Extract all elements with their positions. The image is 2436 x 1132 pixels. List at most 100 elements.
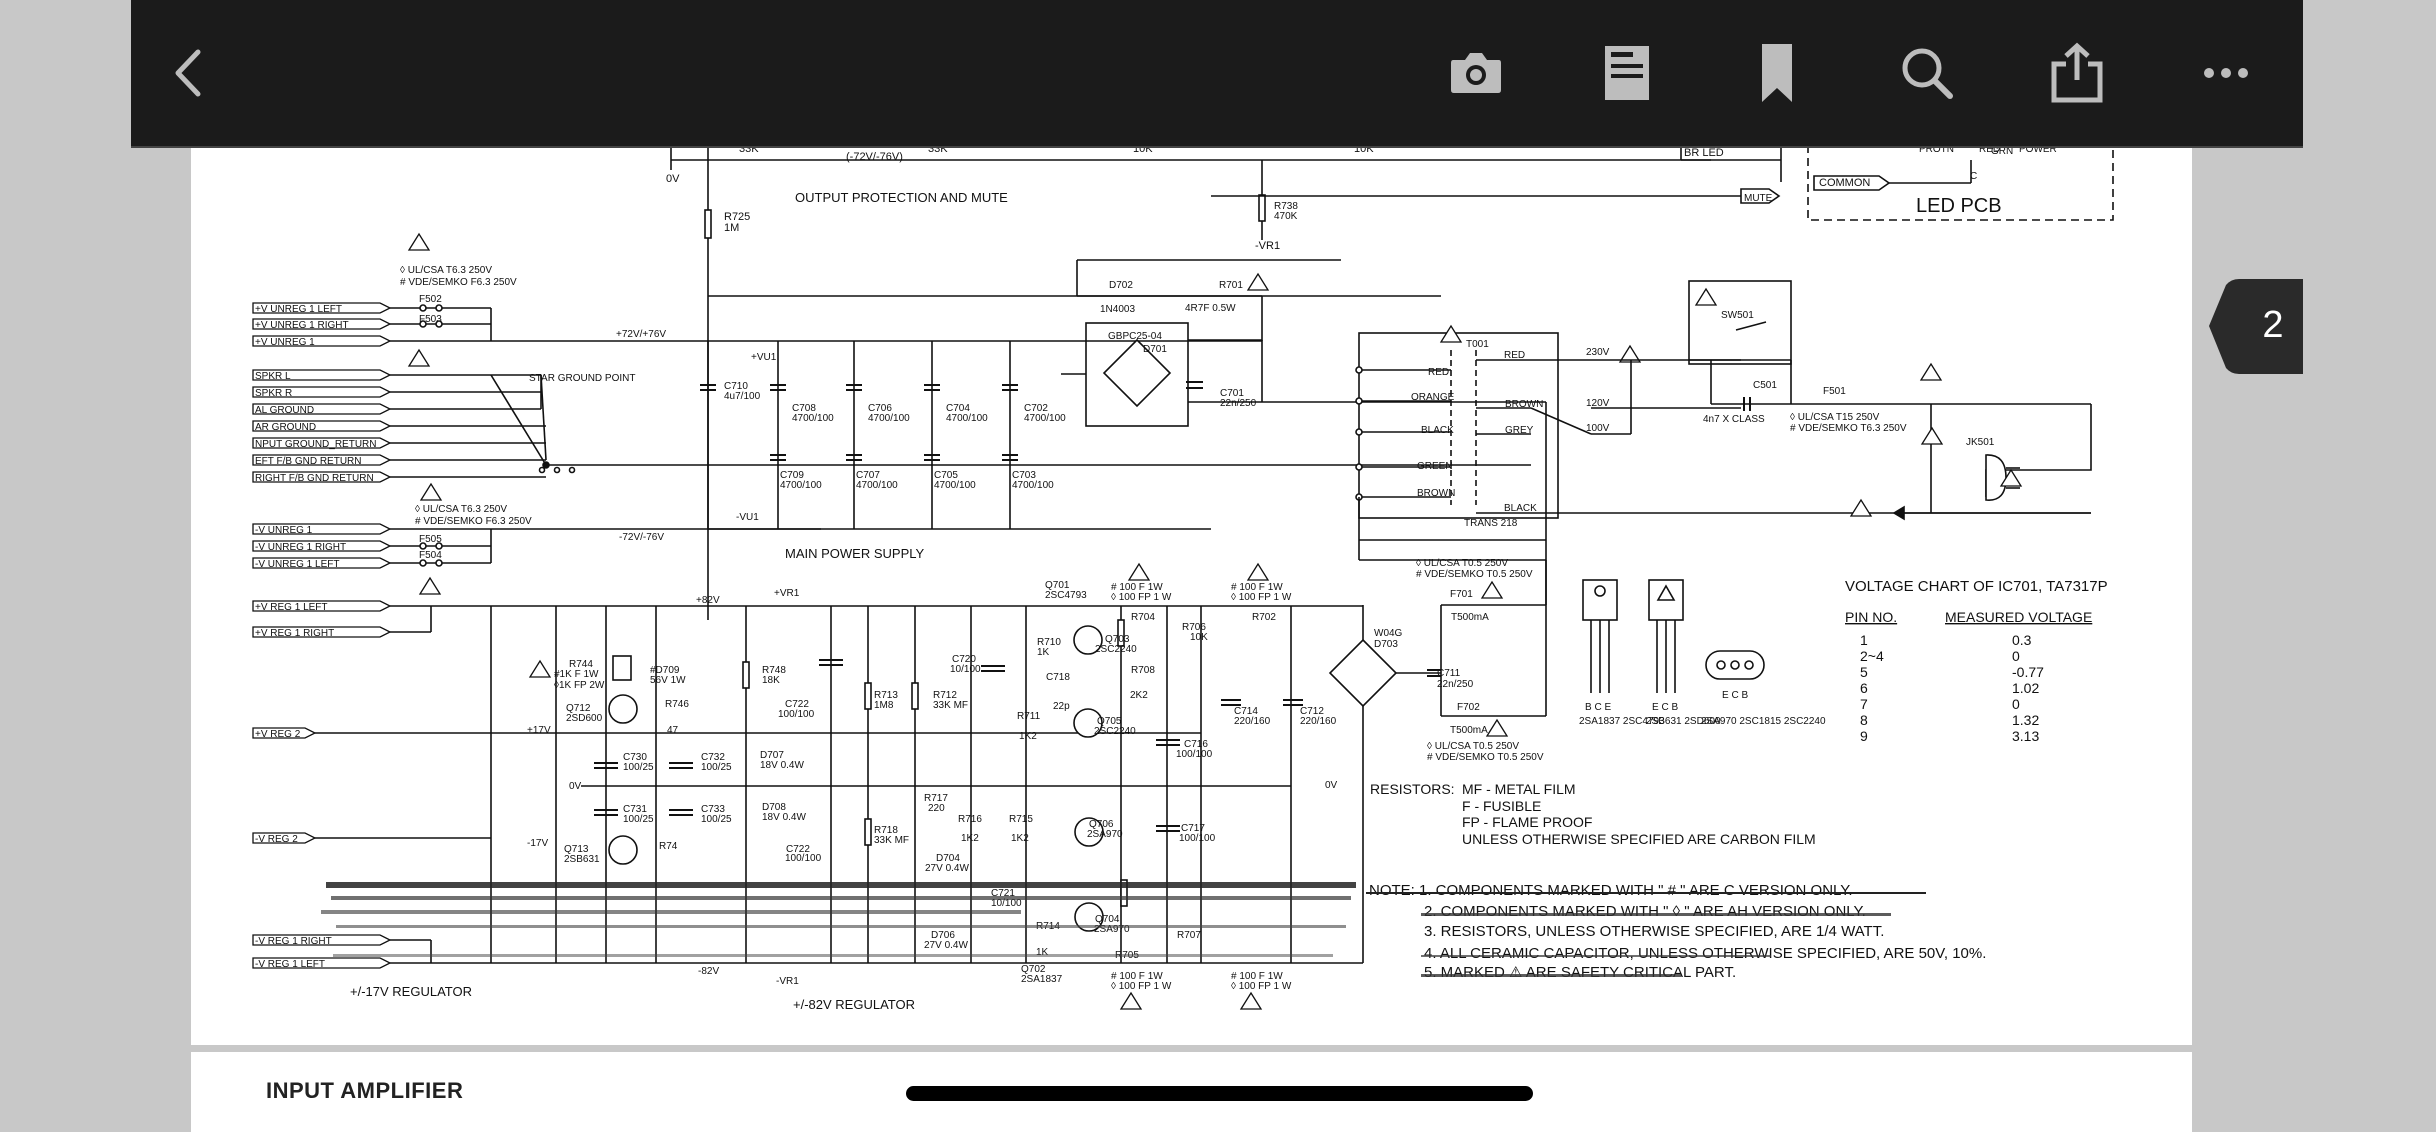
d708-label: D708	[762, 802, 786, 813]
r746-label: R746	[665, 699, 689, 710]
minus-vr1-label: -VR1	[776, 976, 799, 987]
q703-label: Q703	[1105, 634, 1130, 645]
zero-v-label: 0V	[1325, 780, 1338, 791]
share-button[interactable]	[2042, 38, 2112, 108]
c721-label: C721	[991, 888, 1015, 899]
r74-label: R74	[659, 841, 678, 852]
c720-label: C720	[952, 654, 976, 665]
zero-v-label: 0V	[569, 781, 582, 792]
d702-label: D702	[1109, 280, 1133, 291]
c730-value: 100/25	[623, 762, 654, 773]
c716-value: 100/100	[1176, 749, 1213, 760]
connector-label: EFT F/B GND RETURN	[255, 456, 361, 467]
transistor-pinouts	[1582, 579, 1765, 693]
r713-label: R713	[874, 690, 898, 701]
power-supply-schematic: 33K (-72V/-76V) 33K 10K 10K BR LED 0V -V…	[252, 129, 2114, 1012]
c732-value: 100/25	[701, 762, 732, 773]
f503-label: F503	[419, 314, 442, 325]
common-connector: COMMON	[1819, 177, 1870, 189]
d709-value: 56V 1W	[650, 675, 686, 686]
q706-label: Q706	[1089, 819, 1114, 830]
connector-label: -V UNREG 1	[255, 525, 313, 536]
r701-value: 4R7F 0.5W	[1185, 303, 1236, 314]
c733-label: C733	[701, 804, 725, 815]
r744-value: ◊1K FP 2W	[554, 680, 605, 691]
led-pcb-box	[1807, 129, 2114, 221]
f502-label: F502	[419, 294, 442, 305]
r712-label: R712	[933, 690, 957, 701]
q713-value: 2SB631	[564, 854, 600, 865]
notes: NOTE: 1. COMPONENTS MARKED WITH " # " AR…	[1366, 882, 1986, 981]
q701-value: 2SC4793	[1045, 590, 1087, 601]
home-indicator-bar[interactable]	[906, 1086, 1533, 1101]
r746-value: 47	[667, 725, 679, 736]
top-label: BR LED	[1684, 147, 1724, 159]
transformer-labels: T001 TRANS 218 RED ORANGE BLACK GREEN BR…	[1411, 339, 1610, 529]
q701-label: Q701	[1045, 580, 1070, 591]
voltage-chart-col-voltage: MEASURED VOLTAGE	[1945, 609, 2092, 625]
bookmark-button[interactable]	[1742, 38, 1812, 108]
search-icon	[1902, 48, 1953, 99]
led-red-label: RED	[1979, 144, 2000, 155]
fusible-note: ◊ 100 FP 1 W	[1111, 592, 1172, 603]
fusible-note: # 100 F 1W	[1111, 971, 1163, 982]
c722-label: C722	[785, 699, 809, 710]
wire-label: BROWN	[1505, 399, 1543, 410]
q712-label: Q712	[566, 703, 591, 714]
legend-line: MF - METAL FILM	[1462, 781, 1576, 797]
c701-label: C701	[1220, 388, 1244, 399]
c731-label: C731	[623, 804, 647, 815]
q705-value: 2SC2240	[1094, 726, 1136, 737]
r717-value: 220	[928, 803, 945, 814]
chevron-left-icon	[175, 49, 201, 97]
connector-label: SPKR L	[255, 371, 291, 382]
fuse-note: ◊ UL/CSA T0.5 250V	[1427, 741, 1519, 752]
page-number-label: 2	[2262, 304, 2284, 346]
f702-value: T500mA	[1450, 725, 1488, 736]
c710-value: 4u7/100	[724, 391, 761, 402]
voltage-cell: 1.32	[2012, 712, 2039, 728]
voltage-tap: 100V	[1586, 423, 1610, 434]
legend-line: FP - FLAME PROOF	[1462, 814, 1592, 830]
more-options-button[interactable]	[2191, 38, 2261, 108]
c732-label: C732	[701, 752, 725, 763]
wire-label: RED	[1504, 350, 1525, 361]
c701-value: 22n/250	[1220, 398, 1257, 409]
fuse-note: # VDE/SEMKO F6.3 250V	[400, 277, 517, 288]
fuse-note: ◊ UL/CSA T0.5 250V	[1416, 558, 1508, 569]
v17-label: +17V	[527, 725, 551, 736]
filter-capacitor-labels: C710 4u7/100 C708 4700/100 C706 4700/100…	[724, 381, 1066, 491]
c718-label: C718	[1046, 672, 1070, 683]
r738-label: R738	[1274, 201, 1298, 212]
f504-label: F504	[419, 550, 442, 561]
c717-value: 100/100	[1179, 833, 1216, 844]
camera-button[interactable]	[1441, 38, 1511, 108]
page-badge-shape	[2209, 279, 2303, 374]
r738-value: 470K	[1274, 211, 1298, 222]
r718-label: R718	[874, 825, 898, 836]
r712-value: 33K MF	[933, 700, 968, 711]
bridge-part: GBPC25-04	[1108, 331, 1162, 342]
voltage-cell: 3.13	[2012, 728, 2039, 744]
c708-label: C708	[792, 403, 816, 414]
f702-label: F702	[1457, 702, 1480, 713]
connector-label: NPUT GROUND_RETURN	[255, 439, 377, 450]
page-number-badge[interactable]: 2	[2209, 279, 2303, 374]
back-button[interactable]	[156, 38, 226, 108]
d704-value: 27V 0.4W	[925, 863, 969, 874]
left-connector-labels: +V UNREG 1 LEFT +V UNREG 1 RIGHT +V UNRE…	[255, 304, 377, 970]
reader-view-icon	[1605, 46, 1649, 100]
reader-view-button[interactable]	[1592, 38, 1662, 108]
c714-value: 220/160	[1234, 716, 1271, 727]
r716-value: 1K2	[961, 833, 979, 844]
top-label: (-72V/-76V)	[846, 151, 903, 163]
regulator-components	[594, 619, 1303, 932]
connector-label: AR GROUND	[255, 422, 316, 433]
connector-label: +V UNREG 1 LEFT	[255, 304, 342, 315]
d708-value: 18V 0.4W	[762, 812, 806, 823]
search-button[interactable]	[1892, 38, 1962, 108]
regulator-82-title: +/-82V REGULATOR	[793, 997, 915, 1012]
v72-label: +72V/+76V	[616, 329, 666, 340]
c501-label: C501	[1753, 380, 1777, 391]
pin-cell: 8	[1860, 712, 1868, 728]
